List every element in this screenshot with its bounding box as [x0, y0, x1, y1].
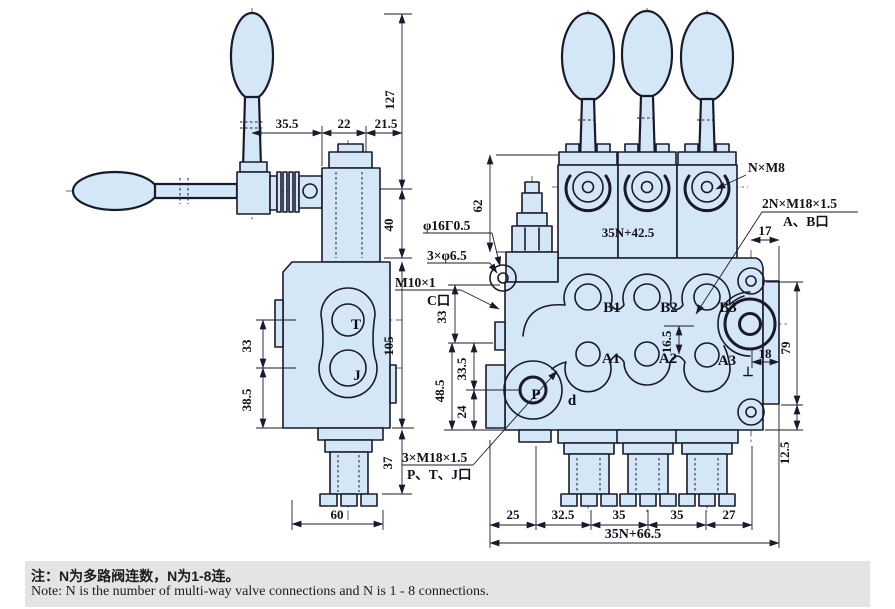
- left-dims-left: 33 38.5: [239, 319, 296, 429]
- dim-18: 18: [759, 346, 773, 361]
- left-view: T J 35.5 22 21.5 127 40 105 3: [66, 8, 414, 530]
- dim-35n-42-5: 35N+42.5: [602, 225, 655, 240]
- port-a3-label: A3: [718, 353, 736, 369]
- dim-22: 22: [338, 116, 351, 131]
- dim-12-5: 12.5: [777, 441, 792, 464]
- right-view-callouts: N×M8 2N×M18×1.5 A、B口 φ16Γ0.5 3×φ6.5 M10×…: [395, 160, 858, 482]
- dim-105: 105: [381, 336, 396, 356]
- left-port-j-label: J: [353, 368, 361, 384]
- label-c-port: C口: [427, 293, 450, 308]
- dim-35-b: 35: [671, 507, 685, 522]
- dim-37: 37: [380, 456, 395, 470]
- relief-valve: [505, 181, 559, 283]
- dim-25: 25: [507, 507, 521, 522]
- port-b3-label: B3: [719, 300, 737, 316]
- right-view-bottom-spools: [518, 429, 739, 507]
- dim-21-5: 21.5: [375, 116, 398, 131]
- right-dims-bottom: 25 32.5 35 35 27 35N+66.5: [489, 440, 780, 548]
- label-ab-port: A、B口: [783, 214, 829, 229]
- right-dims-right: 17 79 12.5 16.5 18 ⊥: [659, 223, 803, 548]
- dim-33-5: 33.5: [454, 357, 469, 380]
- dim-24: 24: [454, 405, 469, 419]
- left-view-body: [274, 261, 397, 507]
- perpendicularity-symbol: ⊥: [742, 364, 753, 379]
- left-view-horizontal-lever: [71, 170, 239, 212]
- label-2n-m18: 2N×M18×1.5: [762, 196, 837, 211]
- note-bar: 注：N为多路阀连数，N为1-8连。 Note: N is the number …: [25, 561, 870, 607]
- dim-16-5: 16.5: [659, 330, 674, 353]
- dim-60: 60: [331, 507, 344, 522]
- left-port-t-label: T: [351, 317, 361, 333]
- note-chinese: 注：N为多路阀连数，N为1-8连。: [31, 568, 240, 584]
- port-b2-label: B2: [660, 300, 678, 316]
- left-dims-top: 35.5 22 21.5: [251, 116, 403, 166]
- left-view-valve-top: [321, 143, 381, 263]
- dim-33-right: 33: [434, 310, 449, 324]
- dim-33-left: 33: [239, 339, 254, 353]
- label-m10x1: M10×1: [395, 275, 436, 290]
- label-3x-phi6-5: 3×φ6.5: [427, 248, 467, 263]
- dim-62: 62: [470, 200, 485, 213]
- note-english: Note: N is the number of multi-way valve…: [31, 584, 490, 599]
- dim-79: 79: [778, 341, 793, 355]
- left-view-vertical-lever: [229, 11, 275, 170]
- right-view: B1 B2 B3 A1 A2 A3 P d 35N+42.5 N×M8 2N×M…: [395, 8, 858, 548]
- port-a1-label: A1: [602, 351, 620, 367]
- label-3x-m18: 3×M18×1.5: [402, 450, 468, 465]
- port-b1-label: B1: [603, 300, 621, 316]
- right-view-sections: [557, 143, 738, 259]
- dim-40: 40: [381, 219, 396, 232]
- dim-35-a: 35: [613, 507, 627, 522]
- port-a2-label: A2: [659, 351, 677, 367]
- dim-48-5: 48.5: [432, 379, 447, 402]
- dim-17: 17: [759, 223, 773, 238]
- dim-35-5: 35.5: [276, 116, 299, 131]
- dim-27: 27: [723, 507, 737, 522]
- label-nxm8: N×M8: [748, 160, 785, 175]
- dim-127: 127: [382, 90, 397, 110]
- left-dim-bottom: 60: [291, 500, 384, 530]
- label-phi16: φ16Γ0.5: [423, 218, 471, 233]
- dim-38-5: 38.5: [239, 388, 254, 411]
- label-ptj-port: P、T、J口: [407, 467, 472, 482]
- port-d-label: d: [568, 393, 577, 409]
- right-view-body: [485, 257, 780, 431]
- dim-total-35n-66-5: 35N+66.5: [605, 527, 662, 542]
- dim-32-5: 32.5: [552, 507, 575, 522]
- right-dims-left: 62 33 48.5 33.5 24: [432, 154, 558, 431]
- right-view-levers: [560, 9, 735, 165]
- left-view-lever-joint: [236, 161, 323, 215]
